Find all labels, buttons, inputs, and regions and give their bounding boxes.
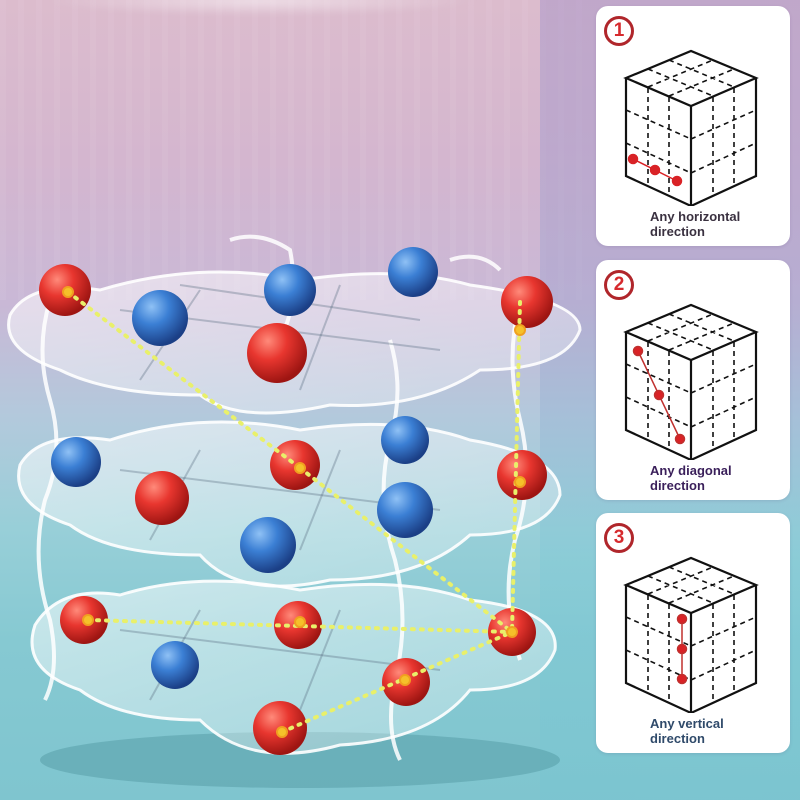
caption-line-1: Any horizontal: [650, 209, 741, 224]
cube-horizontal-line-icon: [623, 49, 759, 206]
caption-line-1: Any vertical: [650, 716, 724, 731]
panel-caption: Any horizontal direction: [650, 209, 740, 239]
panel-caption: Any diagonal direction: [650, 463, 732, 493]
caption-line-2: direction: [650, 224, 705, 239]
caption-line-2: direction: [650, 731, 705, 746]
cube-diagonal-line-icon: [623, 303, 759, 460]
step-number-badge: 1: [604, 16, 634, 46]
rule-panel-horizontal: 1 Any horizontal direction: [596, 6, 790, 246]
panel-caption: Any vertical direction: [650, 716, 724, 746]
step-number-badge: 2: [604, 270, 634, 300]
step-number-badge: 3: [604, 523, 634, 553]
rule-panel-vertical: 3 Any vertical direction: [596, 513, 790, 753]
product-image-3d-tic-tac-toe: [0, 220, 590, 800]
blurred-header-text: [40, 0, 480, 16]
rule-panel-diagonal: 2 Any diagonal direction: [596, 260, 790, 500]
caption-line-1: Any diagonal: [650, 463, 732, 478]
cube-vertical-line-icon: [623, 556, 759, 713]
caption-line-2: direction: [650, 478, 705, 493]
